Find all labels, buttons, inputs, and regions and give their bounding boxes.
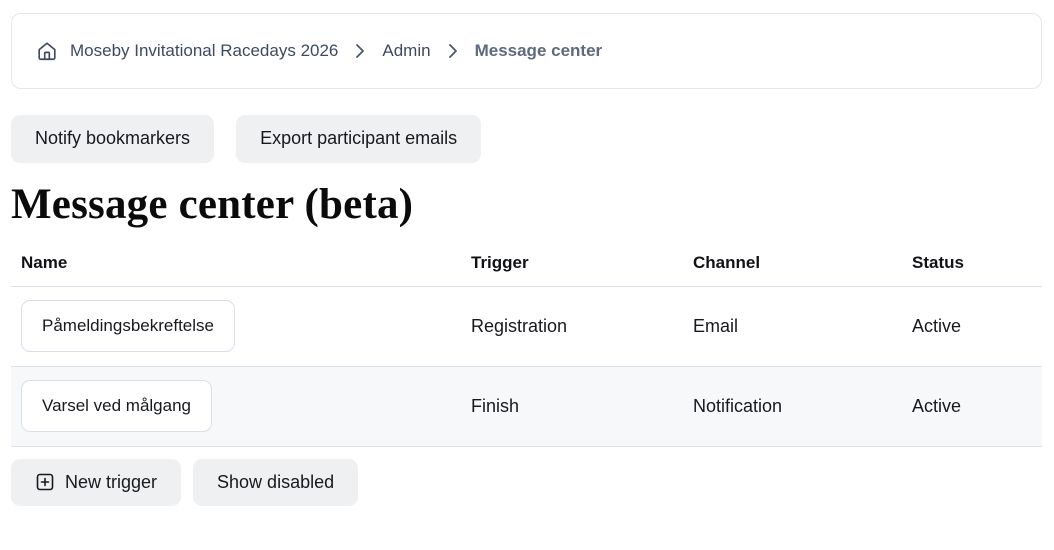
toolbar: Notify bookmarkers Export participant em… xyxy=(11,115,1042,163)
column-header-status: Status xyxy=(902,242,1042,287)
trigger-name-button[interactable]: Varsel ved målgang xyxy=(21,379,212,433)
export-participant-emails-button[interactable]: Export participant emails xyxy=(236,115,482,163)
breadcrumb: Moseby Invitational Racedays 2026 Admin … xyxy=(11,13,1042,89)
page-title: Message center (beta) xyxy=(11,180,414,228)
show-disabled-button[interactable]: Show disabled xyxy=(193,458,359,507)
breadcrumb-item-current: Message center xyxy=(474,41,603,60)
trigger-cell: Registration xyxy=(461,286,683,367)
status-cell: Active xyxy=(902,286,1042,367)
column-header-channel: Channel xyxy=(683,242,902,287)
plus-icon xyxy=(35,472,55,492)
table-header-row: Name Trigger Channel Status xyxy=(11,242,1042,287)
chevron-right-icon xyxy=(354,42,366,60)
trigger-cell: Finish xyxy=(461,366,683,447)
channel-cell: Email xyxy=(683,286,902,367)
notify-bookmarkers-button[interactable]: Notify bookmarkers xyxy=(11,115,215,163)
breadcrumb-item-home[interactable]: Moseby Invitational Racedays 2026 xyxy=(36,40,338,62)
column-header-trigger: Trigger xyxy=(461,242,683,287)
new-trigger-label: New trigger xyxy=(65,471,158,492)
trigger-name-button[interactable]: Påmeldingsbekreftelse xyxy=(21,299,235,353)
column-header-name: Name xyxy=(11,242,461,287)
breadcrumb-item-admin[interactable]: Admin xyxy=(382,41,430,61)
home-icon xyxy=(36,40,58,62)
table-row: Varsel ved målgang Finish Notification A… xyxy=(11,366,1042,447)
new-trigger-button[interactable]: New trigger xyxy=(11,458,182,507)
breadcrumb-item-label: Admin xyxy=(382,41,431,60)
chevron-right-icon xyxy=(447,42,459,60)
triggers-table: Name Trigger Channel Status Påmeldingsbe… xyxy=(11,242,1042,447)
breadcrumb-item-label: Moseby Invitational Racedays 2026 xyxy=(70,41,339,60)
status-cell: Active xyxy=(902,366,1042,447)
table-row: Påmeldingsbekreftelse Registration Email… xyxy=(11,286,1042,367)
channel-cell: Notification xyxy=(683,366,902,447)
footer-actions: New trigger Show disabled xyxy=(11,458,1042,507)
page: Moseby Invitational Racedays 2026 Admin … xyxy=(11,13,1042,507)
